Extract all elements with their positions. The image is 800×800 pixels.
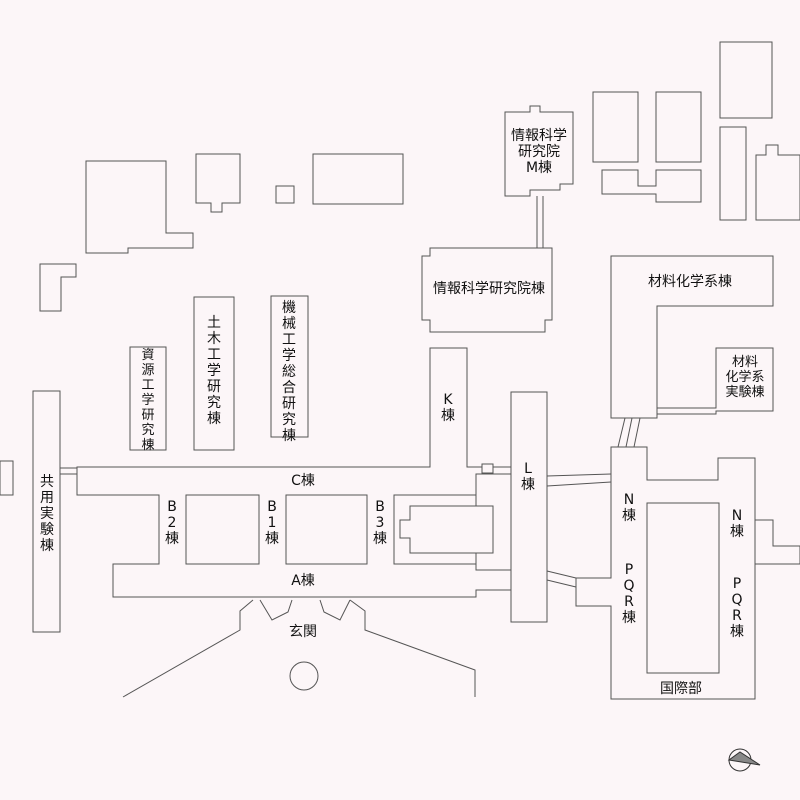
shared-lab-building[interactable] (32, 390, 61, 633)
connector-mat2 (625, 417, 633, 448)
label-materials-lab: 材料 化学系 実験棟 (725, 355, 765, 400)
label-n-right: N 棟 (730, 508, 744, 540)
building-left-stub[interactable] (0, 460, 14, 496)
label-b2: B 2 棟 (165, 499, 179, 547)
label-civil: 土 木 工 学 研 究 棟 (207, 315, 221, 427)
building-tr-5[interactable] (601, 169, 702, 203)
building-tr-4[interactable] (719, 126, 747, 221)
label-a: A棟 (291, 573, 315, 589)
north-arrow-icon (727, 748, 761, 772)
npqr-courtyard (646, 502, 720, 674)
building-tr-1[interactable] (592, 91, 639, 163)
courtyard-b2 (185, 494, 260, 565)
label-pqr-left: P Q R 棟 (622, 562, 636, 626)
k-l-joint (481, 463, 494, 474)
npqr-right-wing[interactable] (754, 519, 800, 565)
connector-l4 (546, 579, 577, 588)
label-info-main: 情報科学研究院棟 (433, 281, 545, 297)
entrance-canopy-right (319, 599, 351, 621)
label-c: C棟 (291, 473, 315, 489)
info-m-building[interactable] (504, 105, 574, 197)
connector-mat1 (617, 417, 626, 448)
building-top-left-large[interactable] (85, 160, 194, 254)
building-left-edge[interactable] (39, 263, 77, 312)
label-shared: 共 用 実 験 棟 (40, 474, 54, 554)
info-main-building[interactable] (421, 247, 553, 333)
resources-building[interactable] (129, 346, 167, 451)
entrance-path-left (122, 599, 254, 698)
connector-l1 (546, 473, 612, 477)
mech-building[interactable] (270, 295, 309, 438)
building-tr-3[interactable] (719, 41, 773, 119)
l-building[interactable] (510, 391, 548, 623)
building-tiny[interactable] (275, 185, 295, 204)
connector-l3 (546, 570, 577, 579)
materials-building[interactable] (610, 255, 774, 419)
entrance-canopy-left (259, 599, 293, 621)
label-b1: B 1 棟 (265, 499, 279, 547)
materials-lab-building[interactable] (656, 347, 774, 415)
building-tr-6[interactable] (755, 144, 800, 221)
civil-building[interactable] (193, 296, 235, 451)
label-l: L 棟 (521, 461, 535, 493)
label-intl: 国際部 (660, 681, 702, 697)
label-entrance: 玄関 (289, 624, 317, 640)
connector-mat3 (633, 417, 641, 448)
courtyard-b1 (285, 494, 368, 565)
entrance-path-right (349, 599, 476, 697)
label-pqr-right: P Q R 棟 (730, 576, 744, 640)
label-materials: 材料化学系棟 (648, 274, 732, 290)
b3-annex (399, 505, 494, 554)
building-tr-2[interactable] (655, 91, 702, 163)
label-b3: B 3 棟 (373, 499, 387, 547)
label-info-m: 情報科学 研究院 M棟 (511, 128, 567, 176)
label-resources: 資 源 工 学 研 究 棟 (141, 348, 155, 453)
label-mech: 機 械 工 学 総 合 研 究 棟 (282, 300, 296, 444)
building-top-left-small[interactable] (195, 153, 241, 213)
label-k: K 棟 (441, 392, 455, 424)
connector-l2 (546, 481, 612, 487)
building-top-center[interactable] (312, 153, 404, 205)
label-n-left: N 棟 (622, 492, 636, 524)
roundabout (289, 661, 319, 691)
